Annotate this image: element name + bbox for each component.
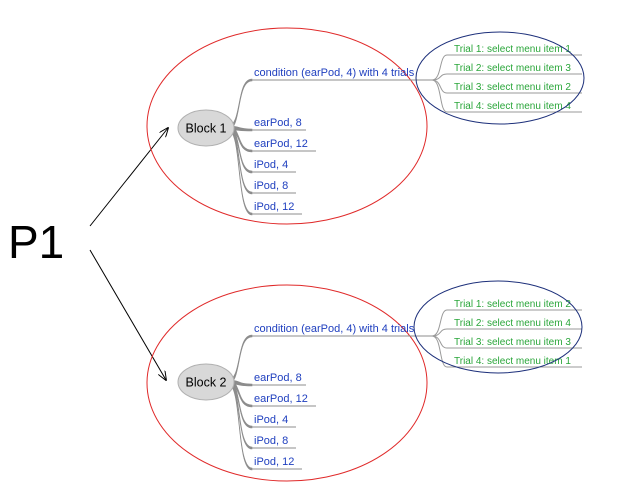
block-1-branch xyxy=(227,78,253,131)
trial-label: Trial 2: select menu item 4 xyxy=(454,318,571,329)
participant-label: P1 xyxy=(8,216,64,268)
trial-connector xyxy=(431,309,448,337)
condition-label: iPod, 4 xyxy=(254,159,288,171)
block-1-node xyxy=(177,109,235,147)
condition-label: iPod, 4 xyxy=(254,414,288,426)
trial-label: Trial 1: select menu item 1 xyxy=(454,44,571,55)
block-2-trials-boundary xyxy=(413,280,583,374)
arrow-to-block-1 xyxy=(89,128,168,227)
arrow-to-block-2 xyxy=(89,249,166,380)
trial-label: Trial 4: select menu item 4 xyxy=(454,101,571,112)
block-2-node xyxy=(177,363,235,401)
block-1-label: Block 1 xyxy=(186,122,227,136)
block-1-trials-boundary xyxy=(415,31,585,125)
trial-label: Trial 1: select menu item 2 xyxy=(454,299,571,310)
block-2-label: Block 2 xyxy=(186,376,227,390)
condition-label: earPod, 12 xyxy=(254,393,308,405)
condition-label: iPod, 12 xyxy=(254,456,294,468)
trial-connector xyxy=(431,335,448,368)
condition-label: iPod, 12 xyxy=(254,201,294,213)
block-2-group: condition (earPod, 4) with 4 trials earPo… xyxy=(146,280,583,482)
block-2-branch xyxy=(227,379,253,450)
trial-label: Trial 3: select menu item 3 xyxy=(454,337,571,348)
condition-label: earPod, 8 xyxy=(254,117,302,129)
trial-connector xyxy=(431,54,448,81)
condition-label: iPod, 8 xyxy=(254,180,288,192)
trial-label: Trial 2: select menu item 3 xyxy=(454,63,571,74)
condition-label: condition (earPod, 4) with 4 trials xyxy=(254,323,415,335)
block-2-boundary xyxy=(146,284,428,482)
condition-label: earPod, 12 xyxy=(254,138,308,150)
trial-connector xyxy=(431,79,448,113)
trial-label: Trial 4: select menu item 1 xyxy=(454,356,571,367)
condition-label: iPod, 8 xyxy=(254,435,288,447)
condition-label: earPod, 8 xyxy=(254,372,302,384)
block-1-boundary xyxy=(146,27,428,225)
block-2-branch xyxy=(227,334,253,385)
block-1-branch xyxy=(227,125,253,216)
condition-label: condition (earPod, 4) with 4 trials xyxy=(254,67,415,79)
trial-label: Trial 3: select menu item 2 xyxy=(454,82,571,93)
block-1-group: condition (earPod, 4) with 4 trials earPo… xyxy=(146,27,585,225)
block-2-branch xyxy=(227,379,253,471)
